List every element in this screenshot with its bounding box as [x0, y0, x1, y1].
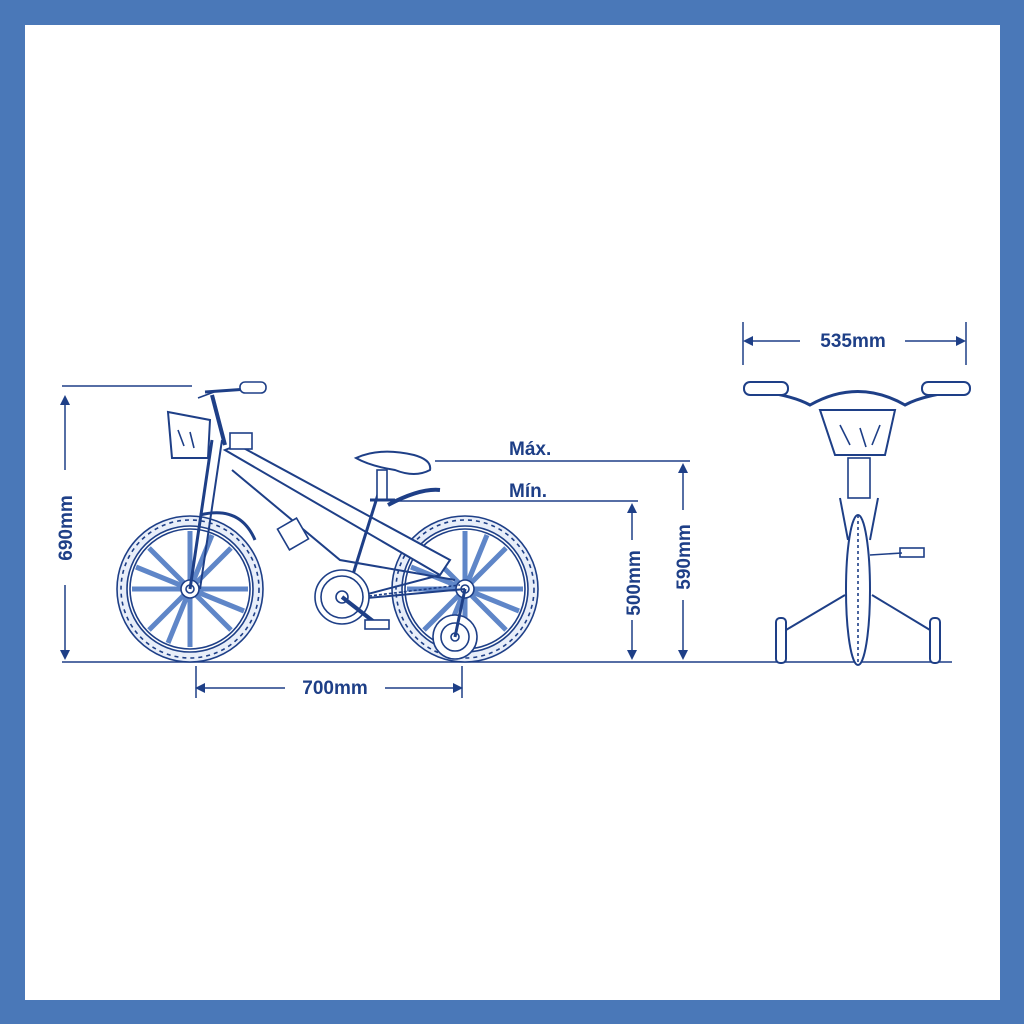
right-grip — [921, 381, 971, 396]
dim-seat-max — [435, 460, 690, 660]
seat-min-height-label: 500mm — [624, 550, 645, 616]
dim-wheelbase — [195, 666, 463, 698]
seat — [353, 450, 432, 502]
front-basket — [166, 410, 212, 459]
bike-front-view — [743, 381, 971, 666]
wheelbase-label: 700mm — [302, 678, 368, 699]
crank-set — [314, 569, 461, 630]
seat-max-label: Máx. — [509, 439, 551, 460]
right-training-wheel — [929, 617, 941, 664]
drawing-canvas — [25, 25, 1000, 1000]
dim-height-total — [60, 385, 192, 660]
dim-handlebar-width — [742, 322, 967, 365]
seat-max-height-label: 590mm — [674, 524, 695, 590]
handlebar-width-label: 535mm — [820, 331, 886, 352]
seat-min-label: Mín. — [509, 481, 547, 502]
training-wheel-side — [432, 588, 478, 660]
bike-side-view — [116, 381, 539, 663]
dim-seat-min — [395, 500, 638, 660]
height-total-label: 690mm — [56, 495, 77, 561]
water-bottle — [276, 517, 310, 551]
handlebar-side — [197, 381, 267, 450]
left-grip — [743, 381, 789, 396]
left-training-wheel — [775, 617, 787, 664]
